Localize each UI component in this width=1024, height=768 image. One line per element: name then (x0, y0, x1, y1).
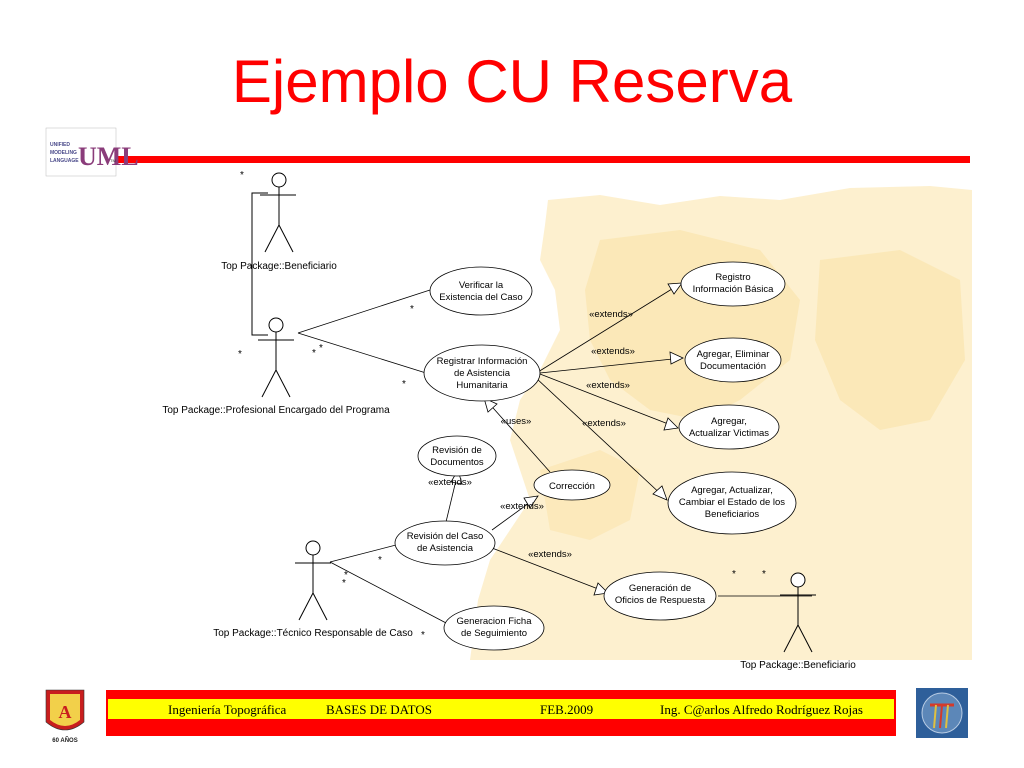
actor-label-profesional: Top Package::Profesional Encargado del P… (162, 405, 390, 416)
use-case-agregar-doc[interactable]: Agregar, Eliminar Documentación (684, 337, 782, 383)
uc-registrar-line2: de Asistencia (454, 368, 511, 379)
slide-title: Ejemplo CU Reserva (231, 48, 793, 115)
use-case-registro-basica[interactable]: Registro Información Básica (680, 261, 786, 307)
use-case-generacion-ficha[interactable]: Generacion Ficha de Seguimiento (443, 605, 545, 651)
actor-beneficiario-top[interactable] (260, 172, 296, 253)
uc-verificar-line1: Verificar la (459, 280, 504, 291)
multiplicities: * * * * * * * * * * * * (238, 170, 766, 641)
footer-course: BASES DE DATOS (326, 702, 432, 717)
mult-6: * (402, 379, 406, 390)
mult-12: * (762, 569, 766, 580)
uc-registrar-line3: Humanitaria (456, 380, 508, 391)
uml-logo-tm: TM (110, 158, 116, 163)
mult-3: * (238, 349, 242, 360)
generalization-line (251, 192, 268, 336)
footer-author: Ing. C@arlos Alfredo Rodríguez Rojas (660, 702, 863, 717)
uc-registro-basica-line2: Información Básica (693, 284, 775, 295)
svg-text:A: A (59, 702, 72, 722)
uc-generacion-ficha-line2: de Seguimiento (461, 628, 527, 639)
use-case-agregar-estado[interactable]: Agregar, Actualizar, Cambiar el Estado d… (667, 471, 797, 535)
actor-label-beneficiario-top: Top Package::Beneficiario (221, 261, 337, 272)
uc-revision-caso-line1: Revisión del Caso (407, 531, 484, 542)
use-case-agregar-victimas[interactable]: Agregar, Actualizar Victimas (678, 404, 780, 450)
footer-band (108, 699, 894, 719)
uc-correccion-line1: Corrección (549, 481, 595, 492)
uc-agregar-estado-line2: Cambiar el Estado de los (679, 497, 785, 508)
uc-generacion-ficha-line1: Generacion Ficha (457, 616, 533, 627)
uc-registrar-line1: Registrar Información (437, 356, 528, 367)
mult-9: * (342, 578, 346, 589)
extends-label-5: «extends» (428, 477, 472, 488)
uml-logo: UNIFIED MODELING LANGUAGE UML TM (45, 127, 139, 177)
actor-label-beneficiario-bottom: Top Package::Beneficiario (740, 660, 856, 671)
actor-label-tecnico: Top Package::Técnico Responsable de Caso (213, 628, 413, 639)
uc-revision-doc-line2: Documentos (430, 457, 484, 468)
extends-label-3: «extends» (586, 380, 630, 391)
use-case-revision-doc[interactable]: Revisión de Documentos (417, 435, 497, 477)
extends-label-7: «extends» (528, 549, 572, 560)
badge-anos: 60 AÑOS (52, 737, 77, 744)
uc-revision-caso-line2: de Asistencia (417, 543, 474, 554)
use-case-registrar[interactable]: Registrar Información de Asistencia Huma… (423, 344, 541, 402)
extends-label-1: «extends» (589, 309, 633, 320)
extends-label-6: «extends» (500, 501, 544, 512)
use-case-revision-caso[interactable]: Revisión del Caso de Asistencia (394, 520, 496, 566)
uml-logo-line2: MODELING (50, 150, 77, 156)
uses-label: «uses» (501, 416, 532, 427)
mult-2: * (410, 304, 414, 315)
faculty-logo (916, 688, 968, 738)
uc-revision-doc-line1: Revisión de (432, 445, 482, 456)
mult-10: * (421, 630, 425, 641)
mult-4: * (312, 348, 316, 359)
uc-generacion-oficios-line2: Oficios de Respuesta (615, 595, 706, 606)
uc-agregar-estado-line3: Beneficiarios (705, 509, 760, 520)
mult-11: * (732, 569, 736, 580)
uc-agregar-estado-line1: Agregar, Actualizar, (691, 485, 773, 496)
use-case-generacion-oficios[interactable]: Generación de Oficios de Respuesta (603, 571, 717, 621)
uc-registro-basica-line1: Registro (715, 272, 750, 283)
mult-7: * (378, 555, 382, 566)
actor-profesional[interactable] (258, 317, 294, 398)
university-badge: A 60 AÑOS (42, 688, 88, 744)
uc-agregar-doc-line1: Agregar, Eliminar (697, 349, 770, 360)
uc-agregar-victimas-line2: Actualizar Victimas (689, 428, 769, 439)
uc-verificar-line2: Existencia del Caso (439, 292, 522, 303)
extends-label-2: «extends» (591, 346, 635, 357)
mult-8: * (344, 570, 348, 581)
extends-label-4: «extends» (582, 418, 626, 429)
uc-agregar-doc-line2: Documentación (700, 361, 766, 372)
actor-tecnico[interactable] (295, 540, 331, 621)
associations (297, 289, 812, 625)
title-rule (118, 156, 970, 163)
footer-date: FEB.2009 (540, 702, 594, 717)
uc-generacion-oficios-line1: Generación de (629, 583, 691, 594)
mult-1: * (240, 170, 244, 181)
uml-logo-line3: LANGUAGE (50, 158, 79, 164)
use-case-verificar[interactable]: Verificar la Existencia del Caso (429, 266, 533, 316)
actor-beneficiario-bottom[interactable] (780, 572, 816, 653)
footer-department: Ingeniería Topográfica (168, 702, 287, 717)
mult-5: * (319, 343, 323, 354)
uml-logo-letters: UML (78, 142, 139, 171)
uc-agregar-victimas-line1: Agregar, (711, 416, 747, 427)
use-case-correccion[interactable]: Corrección (533, 469, 611, 501)
uml-logo-line1: UNIFIED (50, 142, 70, 148)
